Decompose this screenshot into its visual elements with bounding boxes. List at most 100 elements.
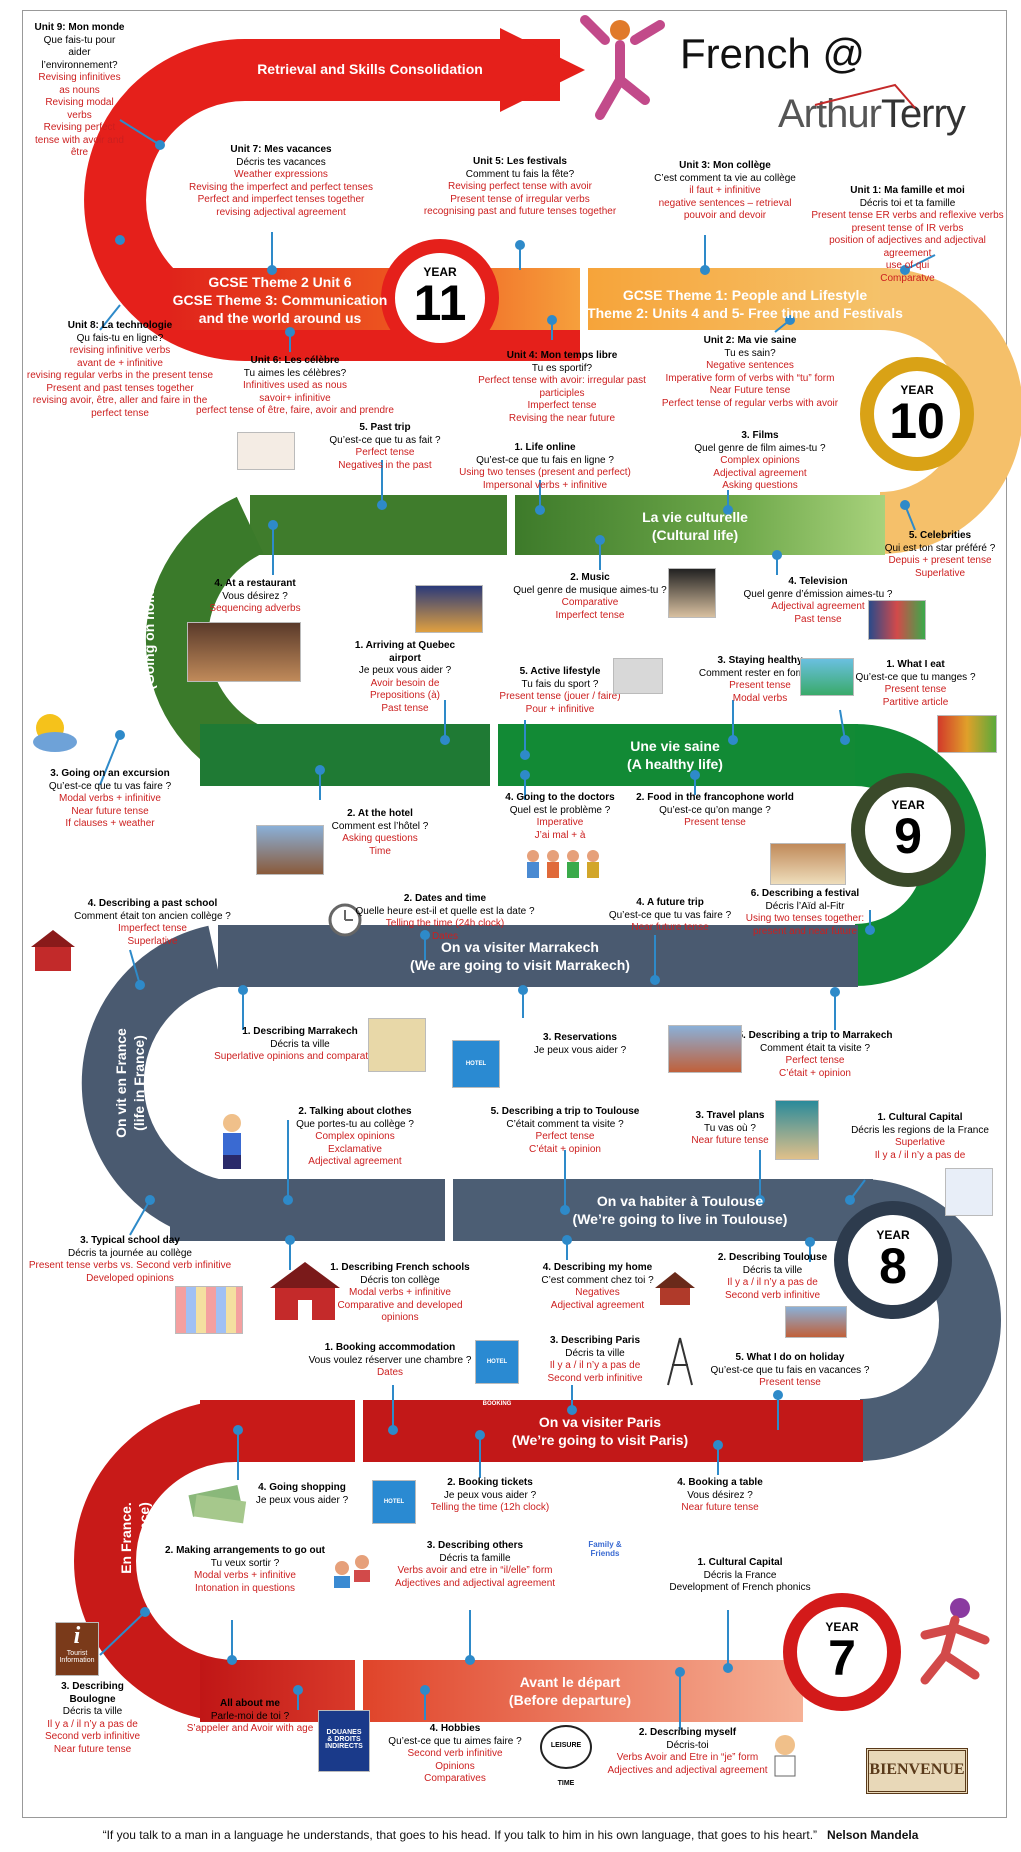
unit-question: Tu vas où ? — [704, 1122, 756, 1134]
unit-grammar-point: Partitive article — [882, 696, 949, 708]
unit-question: Décris-toi — [666, 1739, 709, 1751]
douanes-line: DOUANES — [326, 1729, 362, 1736]
unit-question: Qu’est-ce que tu vas faire ? — [608, 909, 732, 921]
unit-grammar-point: Negative sentences — [706, 360, 794, 371]
unit-title: 3. Typical school day — [80, 1235, 180, 1246]
fruit-photo — [937, 715, 997, 753]
unit-title: 4. Describing my home — [542, 1262, 653, 1273]
unit-question: Que portes-tu au collège ? — [296, 1118, 414, 1130]
year-number: 7 — [828, 1630, 856, 1686]
unit-question: Tu veux sortir ? — [210, 1557, 280, 1569]
friends-icon — [334, 1555, 370, 1588]
unit-question: Que fais-tu pour aider l’environnement? — [41, 34, 118, 71]
unit-grammar-point: use of qui — [885, 260, 930, 271]
jumping-figure-icon — [580, 15, 665, 120]
unit-title: Unit 7: Mes vacances — [230, 144, 332, 155]
unit-title: 2. Food in the francophone world — [636, 792, 794, 803]
unit-grammar-point: recognising past and future tenses toget… — [423, 206, 617, 217]
unit-grammar-point: Superlative opinions and comparatives — [214, 1051, 386, 1062]
unit-question: Quel genre de musique aimes-tu ? — [513, 584, 667, 596]
unit-question: Je peux vous aider ? — [533, 1044, 627, 1056]
band-holiday: Aller en vacances (Going on holiday) — [122, 528, 158, 728]
unit-grammar-point: Imperfect tense — [527, 400, 597, 411]
year-number: 11 — [413, 275, 467, 331]
unit-grammar-point: Near Future tense — [709, 385, 791, 396]
unit-grammar-point: pouvoir and devoir — [683, 210, 767, 221]
tv-photo — [868, 600, 926, 640]
unit-grammar-point: revising adjectival agreement — [216, 206, 346, 218]
unit-grammar-point: Modal verbs + infinitive — [349, 1287, 451, 1298]
douanes-logo: DOUANES & DROITS INDIRECTS — [318, 1710, 370, 1772]
unit-grammar-point: Comparative and developed opinions — [337, 1299, 463, 1324]
money-icon — [188, 1485, 247, 1524]
unit-grammar-point: Present tense — [759, 1377, 821, 1388]
unit-question: Qu’est-ce que tu fais en ligne ? — [476, 454, 614, 466]
unit-question: Tu es sain? — [724, 347, 776, 359]
unit-grammar-point: Near future tense — [681, 1502, 759, 1513]
unit-grammar-point: Perfect tense — [355, 447, 415, 458]
unit-grammar-point: Depuis + present tense — [888, 555, 992, 566]
quebec-photo — [415, 585, 483, 633]
unit-question: Décris ta journée au collège — [68, 1247, 192, 1259]
logo-roof-icon — [814, 83, 916, 109]
unit-question: Vous désirez ? — [687, 1489, 753, 1501]
unit-title: 3. Travel plans — [695, 1110, 765, 1121]
band-line: (Before departure) — [508, 1692, 632, 1708]
unit-grammar-point: Asking questions — [722, 480, 798, 491]
info-icon: i — [73, 1623, 81, 1649]
year-number: 9 — [894, 808, 922, 864]
music-photo — [668, 568, 716, 618]
band-line: GCSE Theme 1: People and Lifestyle — [622, 287, 868, 303]
unit-grammar-point: Weather expressions — [234, 169, 328, 180]
unit-grammar-point: Adjectives and adjectival agreement — [394, 1577, 556, 1589]
unit-question: Qu’est-ce qu’on mange ? — [659, 804, 771, 816]
unit-title: 3. Staying healthy — [717, 655, 803, 666]
road-paris — [363, 1400, 863, 1462]
band-line: (In France) — [136, 1502, 152, 1574]
unit-grammar-point: Prepositions (à) — [369, 690, 441, 701]
unit-title: Unit 5: Les festivals — [473, 156, 567, 167]
unit-grammar-point: Comparatives — [424, 1773, 486, 1784]
logo-arthur: Arthur — [778, 92, 882, 136]
unit-title: 1. Cultural Capital — [697, 1557, 783, 1568]
band-line: On va visiter Marrakech — [441, 939, 599, 955]
unit-grammar-point: Avoir besoin de — [370, 677, 440, 689]
unit-grammar-point: perfect tense of être, faire, avoir and … — [196, 405, 394, 416]
unit-grammar-point: Negatives in the past — [338, 459, 432, 471]
poster-frame — [22, 10, 1007, 1818]
food-photo — [770, 843, 846, 885]
unit-grammar-point: savoir+ infinitive — [259, 392, 331, 404]
unit-grammar-point: Il y a / il n’y a pas de — [874, 1149, 966, 1161]
unit-grammar-point: Dates — [376, 1367, 404, 1378]
year-9-roundel — [851, 773, 965, 887]
unit-question: Development of French phonics — [669, 1582, 811, 1593]
unit-question: Décris ta ville — [742, 1264, 803, 1276]
arthur-terry-logo: ArthurTerry — [778, 92, 966, 137]
unit-question: Qu fais-tu en ligne? — [76, 332, 164, 344]
teacher-icon — [774, 1735, 796, 1777]
unit-question: Qui est ton star préféré ? — [884, 542, 996, 554]
unit-grammar-point: J’ai mal + à — [534, 829, 586, 841]
unit-grammar-point: Present tense verbs vs. Second verb infi… — [28, 1260, 232, 1271]
band-line: Theme 2: Units 4 and 5- Free time and Fe… — [587, 305, 903, 321]
band-infr: En France. (In France) — [117, 1473, 153, 1603]
unit-title: 1. Arriving at Quebec airport — [354, 640, 456, 664]
page-title: French @ — [680, 30, 866, 77]
band-line: Une vie saine — [630, 738, 720, 754]
band-line: (Cultural life) — [651, 527, 739, 543]
unit-grammar-point: Revising perfect tense with avoir and êt… — [35, 122, 124, 158]
